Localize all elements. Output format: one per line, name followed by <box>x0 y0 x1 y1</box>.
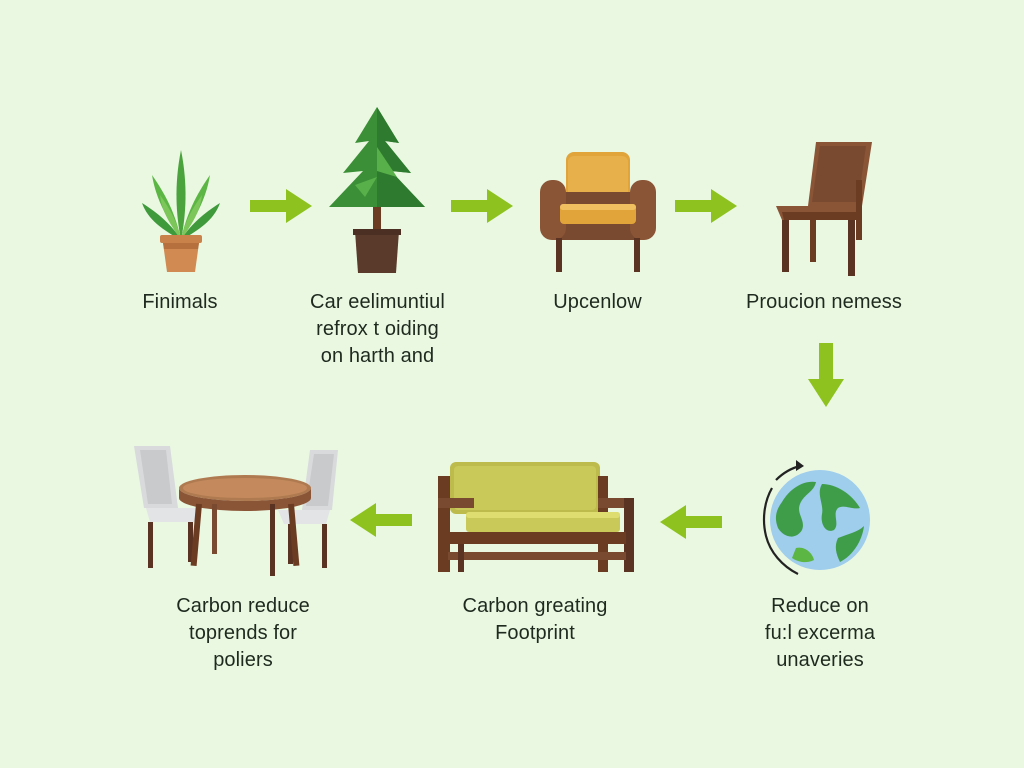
step-label-line: fu:l excerma <box>764 622 876 644</box>
step-label: Car eelimuntiul refrox t oiding on harth… <box>280 289 475 370</box>
dining-table-set-icon <box>134 446 338 576</box>
step-label-line: Upcenlow <box>553 291 642 313</box>
step-label-line: Proucion nemess <box>745 291 903 313</box>
arrow-left-icon <box>350 503 412 537</box>
step-label-line: unaveries <box>776 649 864 671</box>
step-label: Upcenlow <box>520 289 675 316</box>
arrow-down-icon <box>808 343 844 407</box>
step-label: Carbon reduce toprends for poliers <box>143 593 343 674</box>
step-label-line: Footprint <box>495 622 575 644</box>
pine-tree-icon <box>329 107 425 273</box>
step-label: Proucion nemess <box>714 289 934 316</box>
arrow-right-icon <box>675 189 737 223</box>
step-label-line: refrox t oiding <box>316 318 439 340</box>
step-label-line: on harth and <box>320 345 435 367</box>
arrow-right-icon <box>250 189 312 223</box>
step-label: Carbon greating Footprint <box>435 593 635 647</box>
step-label: Reduce on fu:l excerma unaveries <box>735 593 905 674</box>
step-label-line: Carbon reduce <box>176 595 310 617</box>
step-label-line: toprends for <box>189 622 297 644</box>
globe-icon <box>762 460 870 575</box>
step-label-line: Car eelimuntiul <box>310 291 445 313</box>
step-label: Finimals <box>100 289 260 316</box>
arrow-left-icon <box>660 505 722 539</box>
step-label-line: Reduce on <box>771 595 869 617</box>
armchair-icon <box>540 152 656 272</box>
chair-icon <box>776 142 872 276</box>
step-label-line: poliers <box>213 649 273 671</box>
step-label-line: Carbon greating <box>462 595 608 617</box>
step-label-line: Finimals <box>142 291 218 313</box>
sofa-bench-icon <box>438 462 634 572</box>
potted-plant-icon <box>142 150 220 272</box>
arrow-right-icon <box>451 189 513 223</box>
